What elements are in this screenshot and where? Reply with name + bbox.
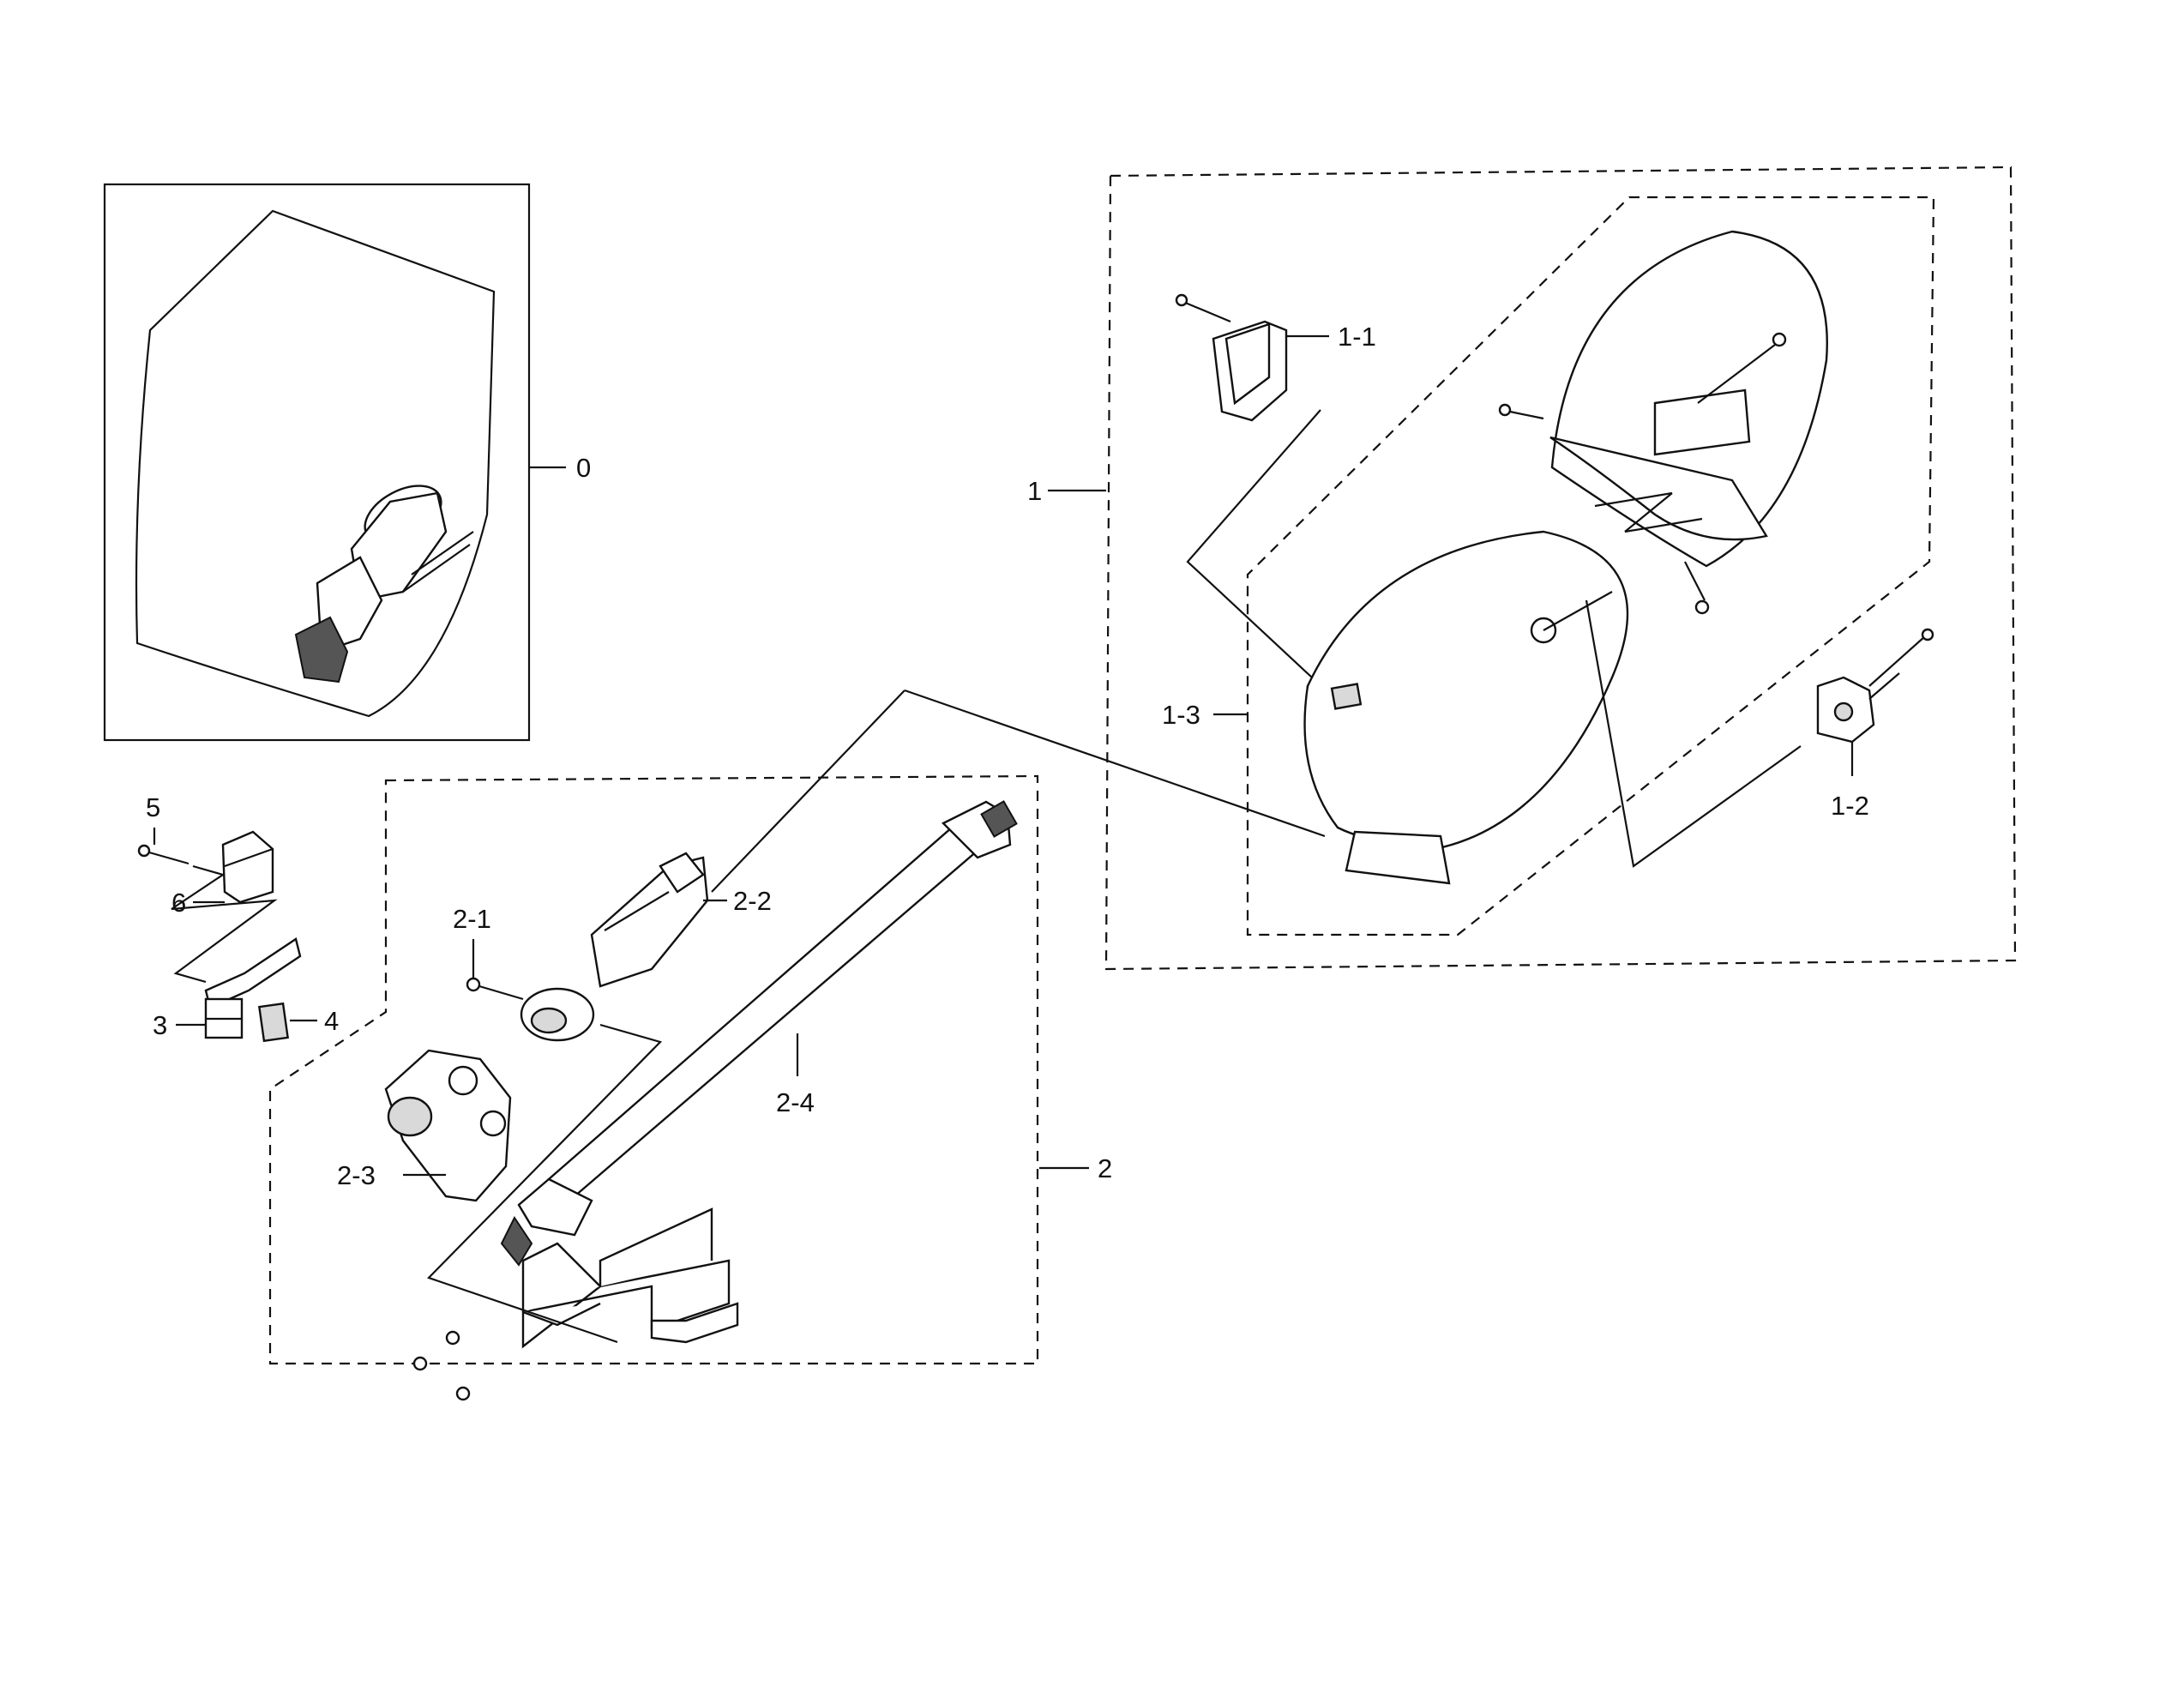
callout-2-4: 2-4 [776, 1087, 815, 1117]
combustion-chamber-1-3 [1303, 530, 1629, 885]
callout-3: 3 [153, 1010, 167, 1040]
loose-parts-group: 5 6 3 4 [137, 792, 339, 1043]
screw-5: 5 [137, 792, 190, 865]
bracket-6: 6 [171, 830, 274, 918]
assembly-0-unit-image [294, 485, 474, 683]
callout-1-3: 1-3 [1162, 700, 1200, 730]
assembly-0-frame [103, 183, 531, 742]
assembly-1-outer-dashed-boundary [1104, 166, 2017, 971]
callout-4: 4 [324, 1006, 339, 1036]
callout-5: 5 [146, 792, 160, 822]
flame-sensor-4: 4 [257, 1002, 339, 1043]
screw-2-1: 2-1 [453, 904, 524, 1001]
callout-1-1: 1-1 [1338, 322, 1376, 352]
alignment-line [171, 864, 278, 984]
assembly-2-group: 2 2-4 2-2 2-1 [268, 774, 1112, 1401]
assembly-0-group: 0 [103, 183, 591, 742]
burner-housing-upper [1549, 230, 1828, 568]
callout-2-3: 2-3 [337, 1160, 376, 1190]
screw-icon [412, 1330, 471, 1401]
screw-icon [1498, 332, 1787, 615]
callout-2: 2 [1098, 1153, 1112, 1183]
bracket-1-1: 1-1 [1175, 293, 1376, 422]
callout-2-1: 2-1 [453, 904, 491, 934]
callout-0: 0 [576, 453, 591, 483]
sensor-1-2: 1-2 [1816, 628, 1934, 821]
alignment-line [1585, 599, 1802, 868]
assembly-0-outline [135, 209, 496, 718]
gas-valve-2-3: 2-3 [337, 1049, 512, 1202]
callout-2-2: 2-2 [733, 886, 772, 916]
alignment-line [1186, 409, 1321, 678]
callout-1-2: 1-2 [1831, 791, 1869, 821]
alignment-line [426, 1023, 663, 1344]
igniter-3: 3 [153, 937, 302, 1040]
gas-tube-2-4: 2-4 [500, 800, 1018, 1267]
valve-2-2: 2-2 [520, 852, 772, 1042]
mounting-bracket [412, 1207, 739, 1401]
assembly-1-inner-dashed-boundary [1246, 196, 1935, 936]
callout-6: 6 [171, 888, 186, 918]
assembly-2-dashed-boundary [268, 774, 1039, 1365]
callout-1: 1 [1027, 476, 1042, 506]
alignment-line [711, 689, 905, 893]
assembly-1-group: 1 [1027, 166, 2017, 971]
alignment-line [904, 689, 1326, 838]
